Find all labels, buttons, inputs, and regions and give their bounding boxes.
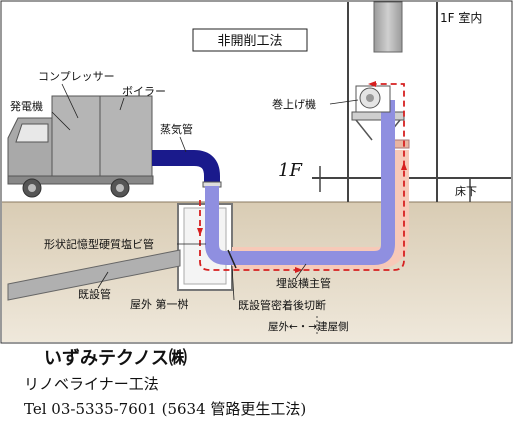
winch-label: 巻上げ機 (272, 97, 316, 111)
title-box (192, 28, 308, 52)
compressor-label: コンプレッサー (38, 70, 115, 83)
underfloor-label: 床下 (455, 184, 477, 198)
indoor-label: 1F 室内 (440, 10, 482, 25)
method-name: リノベライナー工法 (24, 375, 159, 393)
truck (7, 95, 154, 198)
shape-memory-pipe-label: 形状記憶型硬質塩ビ管 (44, 237, 154, 251)
boiler-label: ボイラー (122, 85, 166, 98)
telephone: Tel 03-5335-7601 (5634 管路更生工法) (24, 400, 307, 418)
diagram-title: 非開削工法 (217, 34, 282, 49)
floor-label: 1F (278, 160, 303, 181)
outdoor-manhole-label: 屋外 第一桝 (130, 297, 189, 311)
winch (355, 85, 391, 113)
cut-mark (227, 249, 237, 269)
method-diagram: 非開削工法 1F 室内 1F 床下 コンプレッサー 発電機 ボイラー 蒸気管 (0, 0, 513, 344)
generator-label: 発電機 (10, 99, 43, 113)
buried-main-label: 埋設横主管 (276, 276, 331, 290)
existing-pipe-label: 既設管 (78, 287, 111, 301)
cut-after-bond-label: 既設管密着後切断 (238, 298, 326, 312)
liner-pipe (205, 100, 395, 265)
company-name: いずみテクノス㈱ (44, 348, 187, 369)
steam-pipe-label: 蒸気管 (160, 122, 193, 136)
existing-pipe (7, 249, 181, 301)
building-structure (312, 1, 511, 202)
flow-path (197, 81, 407, 273)
direction-label: 屋外←・→建屋側 (268, 320, 349, 333)
